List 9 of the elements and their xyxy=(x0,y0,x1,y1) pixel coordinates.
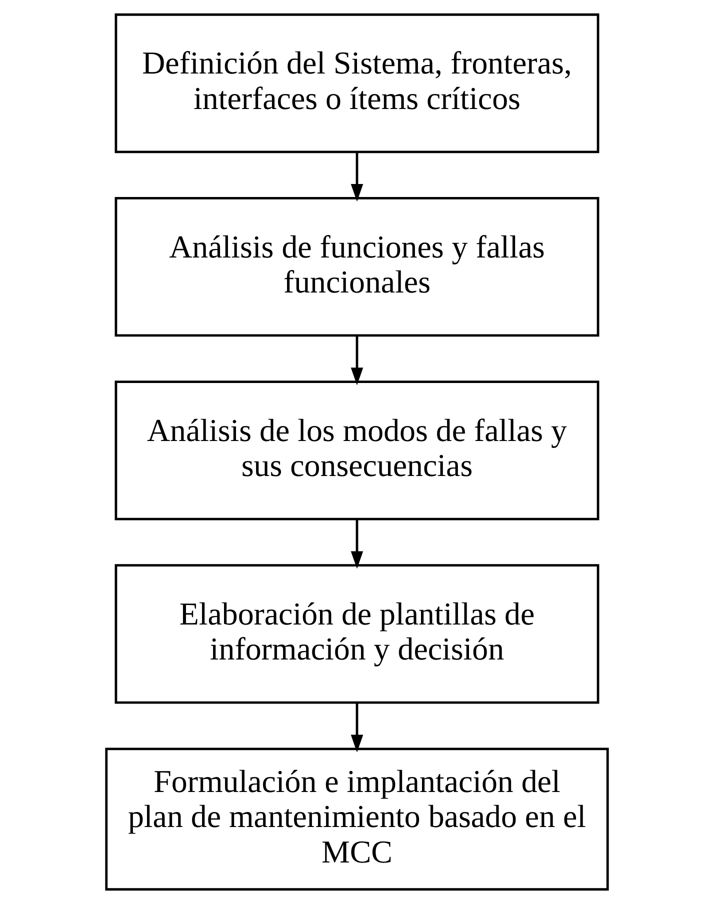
arrow xyxy=(350,519,364,569)
node-box: Formulación e implantación del plan de mantenimiento basado en el MCC xyxy=(105,748,609,891)
node-box: Definición del Sistema, fronteras, interfaces o ítems críticos xyxy=(114,13,600,154)
arrow xyxy=(350,152,364,202)
arrow xyxy=(350,702,364,752)
arrow xyxy=(350,336,364,386)
node-box: Análisis de los modos de fallas y sus consecuencias xyxy=(114,380,600,520)
node-box: Elaboración de plantillas de información y decisión xyxy=(114,564,600,704)
node-box: Análisis de funciones y fallas funcionales xyxy=(114,197,600,337)
